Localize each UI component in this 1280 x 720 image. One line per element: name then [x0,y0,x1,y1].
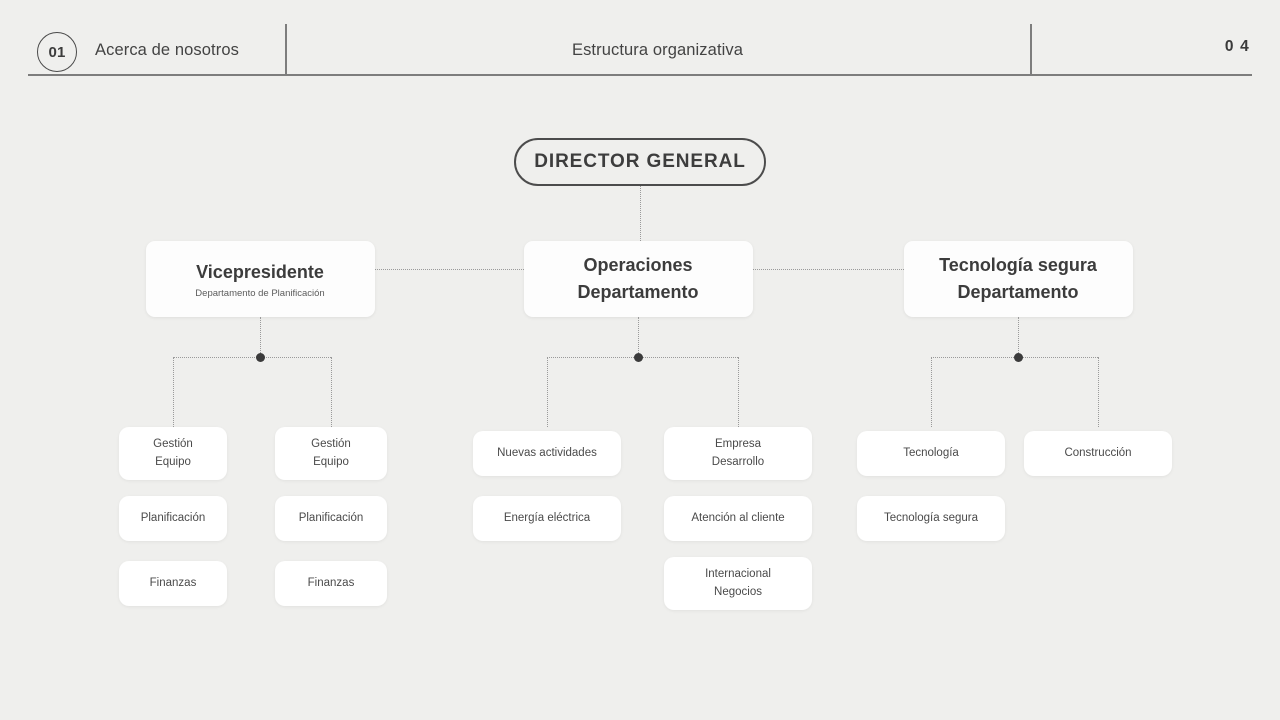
leaf-node[interactable]: Planificación [119,496,227,541]
connector-vertical [173,357,174,427]
leaf-node[interactable]: Nuevas actividades [473,431,621,476]
page-number: 0 4 [1224,38,1250,55]
leaf-node[interactable]: Tecnología segura [857,496,1005,541]
section-number-badge: 01 [37,32,77,72]
connector-horizontal [547,357,738,358]
page-title: Estructura organizativa [571,41,744,59]
leaf-node[interactable]: Atención al cliente [664,496,812,541]
leaf-node[interactable]: Energía eléctrica [473,496,621,541]
connector-junction-dot [255,352,265,362]
connector-vertical [640,186,641,269]
connector-vertical [547,357,548,427]
leaf-node[interactable]: Finanzas [275,561,387,606]
connector-vertical [260,317,261,357]
leaf-node[interactable]: Tecnología [857,431,1005,476]
leaf-node[interactable]: Planificación [275,496,387,541]
connector-junction-dot [633,352,643,362]
connector-vertical [931,357,932,427]
root-node-director-general[interactable]: DIRECTOR GENERAL [514,138,766,186]
header-rule [28,74,1252,76]
header-divider-right [1030,24,1032,76]
department-subtitle: Departamento de Planificación [195,288,325,300]
connector-junction-dot [1013,352,1023,362]
section-label: Acerca de nosotros [95,41,239,59]
leaf-node[interactable]: Finanzas [119,561,227,606]
connector-vertical [638,317,639,357]
connector-vertical [1018,317,1019,357]
department-title: Vicepresidente [196,261,324,282]
leaf-node[interactable]: Construcción [1024,431,1172,476]
header-divider-left [285,24,287,76]
connector-horizontal [173,357,331,358]
connector-vertical [331,357,332,427]
connector-vertical [1098,357,1099,427]
connector-vertical [738,357,739,427]
